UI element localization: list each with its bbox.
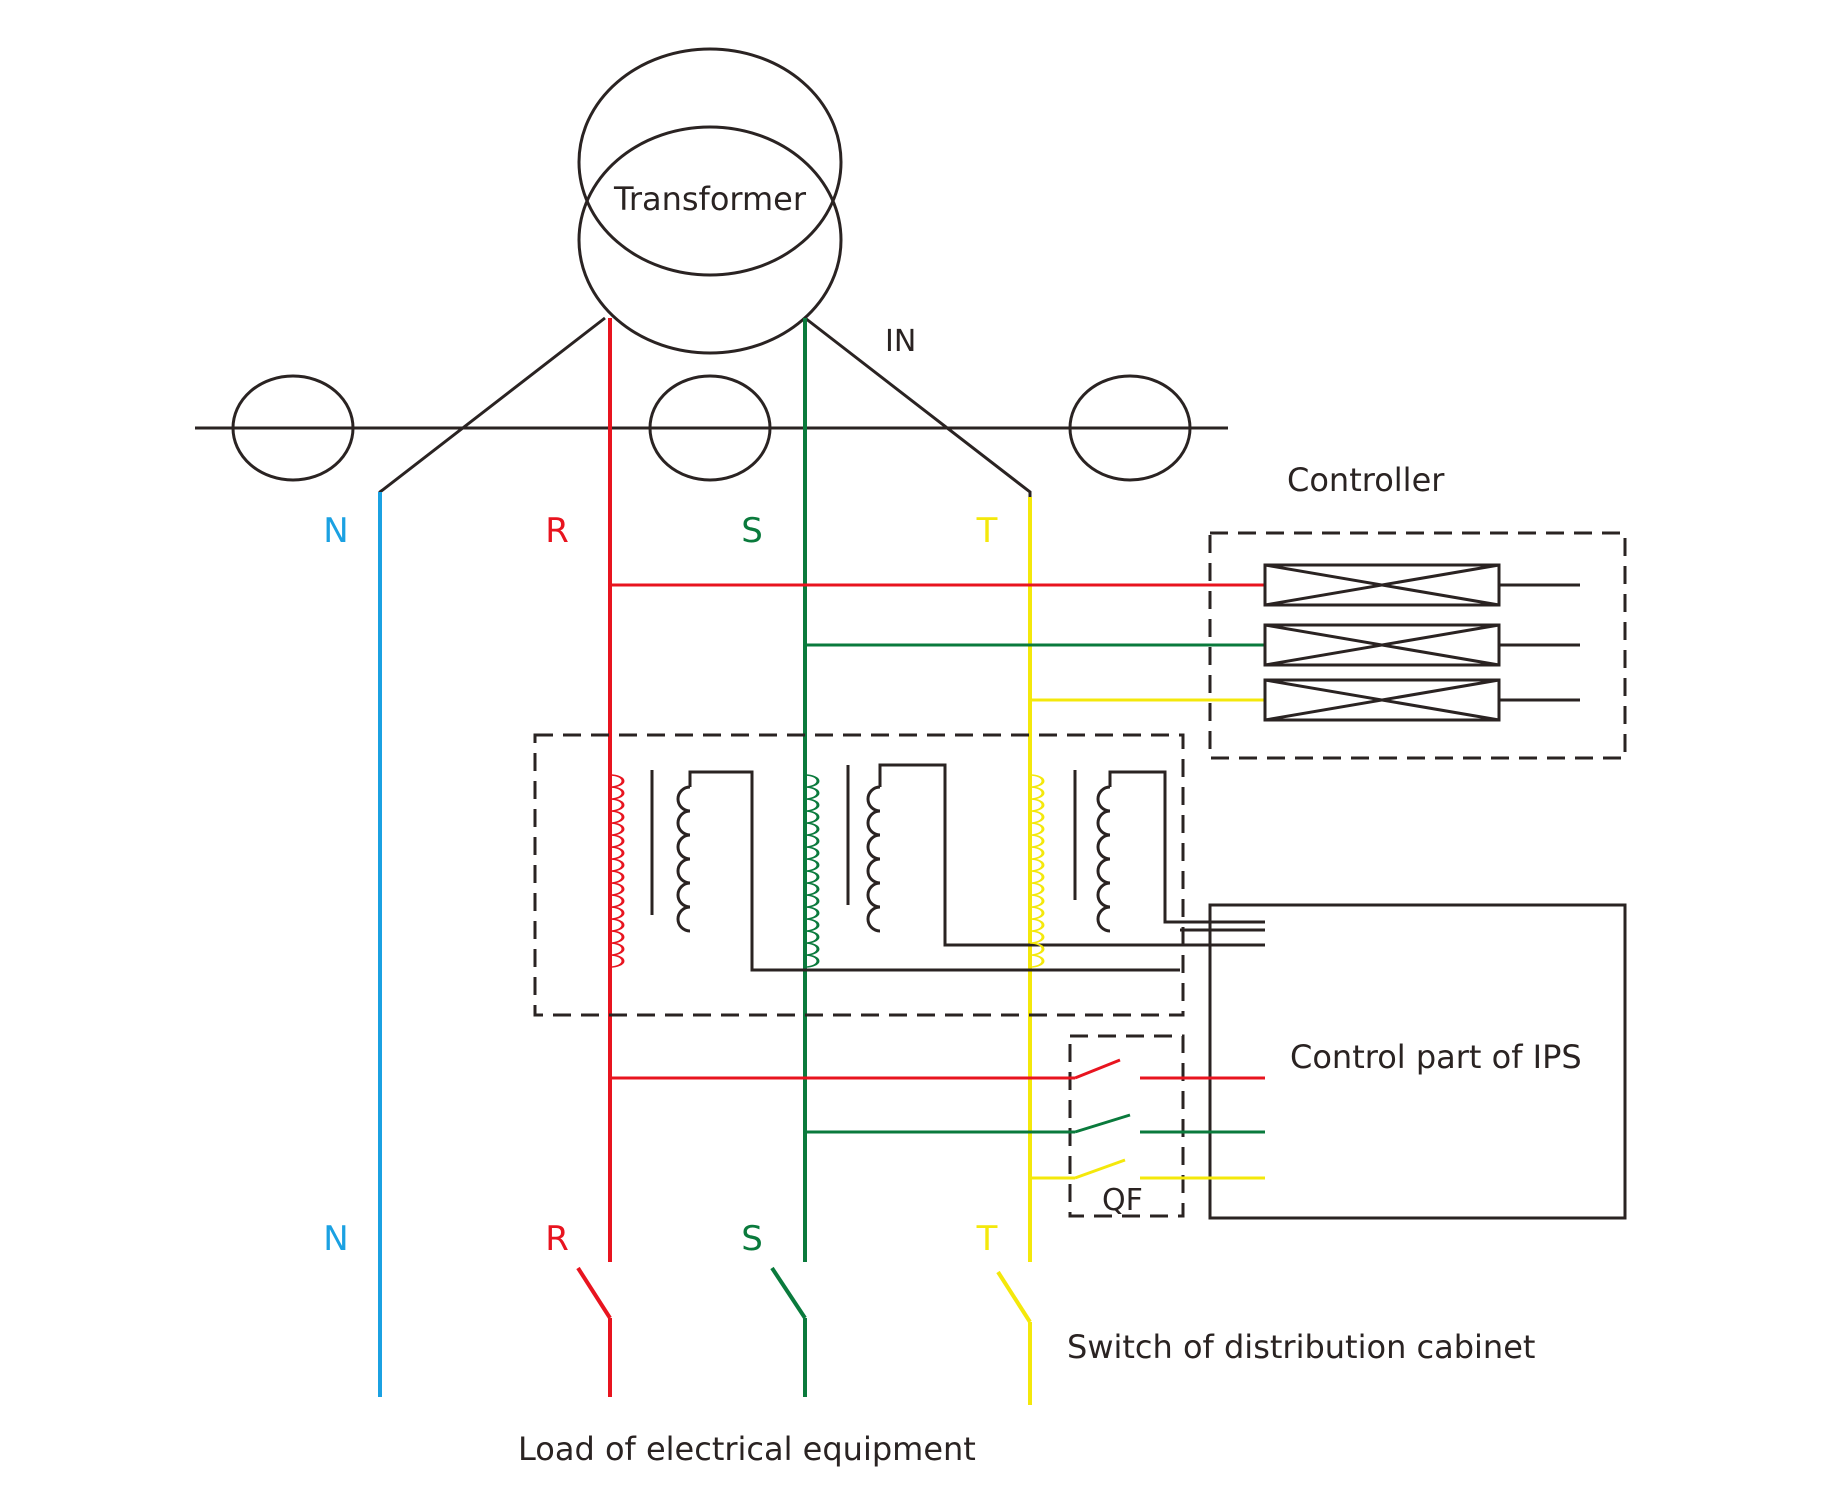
coupling-transformer-s bbox=[804, 763, 1265, 968]
cabinet-switch-s bbox=[770, 1266, 807, 1397]
controller-element-t bbox=[1263, 678, 1580, 722]
breaker-contact-r bbox=[1074, 1058, 1121, 1080]
load-label: Load of electrical equipment bbox=[518, 1430, 976, 1468]
qf-label: QF bbox=[1102, 1183, 1143, 1218]
cabinet-switch-t bbox=[996, 1270, 1032, 1405]
cabinet-switch-r bbox=[576, 1266, 612, 1397]
phase-label-n-top: N bbox=[323, 511, 348, 551]
in-label: IN bbox=[885, 324, 916, 359]
transformer-symbol: Transformer bbox=[577, 47, 843, 355]
coupling-transformer-t bbox=[1029, 770, 1265, 968]
transformer-secondary-coil bbox=[577, 125, 843, 355]
phase-label-r-bottom: R bbox=[545, 1219, 569, 1259]
phase-label-r-top: R bbox=[545, 511, 569, 551]
controller-element-s bbox=[1263, 623, 1580, 667]
coupling-transformer-r bbox=[609, 770, 1180, 972]
transformer-primary-coil bbox=[577, 47, 843, 277]
breaker-contact-s bbox=[1074, 1113, 1131, 1134]
phase-label-t-top: T bbox=[976, 511, 998, 551]
phase-label-s-bottom: S bbox=[741, 1219, 763, 1259]
current-transformer-center bbox=[648, 374, 772, 482]
phase-label-n-bottom: N bbox=[323, 1219, 348, 1259]
phase-label-t-bottom: T bbox=[976, 1219, 998, 1259]
qf-breaker-enclosure bbox=[1068, 1034, 1185, 1218]
phase-label-s-top: S bbox=[741, 511, 763, 551]
ips-control-box bbox=[1208, 903, 1627, 1220]
controller-element-r bbox=[1263, 563, 1580, 607]
ips-control-label: Control part of IPS bbox=[1290, 1038, 1582, 1076]
switch-cabinet-label: Switch of distribution cabinet bbox=[1067, 1328, 1535, 1366]
transformer-label: Transformer bbox=[613, 180, 807, 218]
breaker-contact-t bbox=[1074, 1158, 1126, 1180]
controller-enclosure bbox=[1208, 531, 1627, 760]
current-transformer-right bbox=[1068, 374, 1192, 482]
t-phase-lead bbox=[804, 316, 1032, 497]
controller-label: Controller bbox=[1287, 461, 1445, 499]
series-transformer-enclosure bbox=[533, 733, 1185, 1017]
current-transformer-left bbox=[231, 374, 355, 482]
